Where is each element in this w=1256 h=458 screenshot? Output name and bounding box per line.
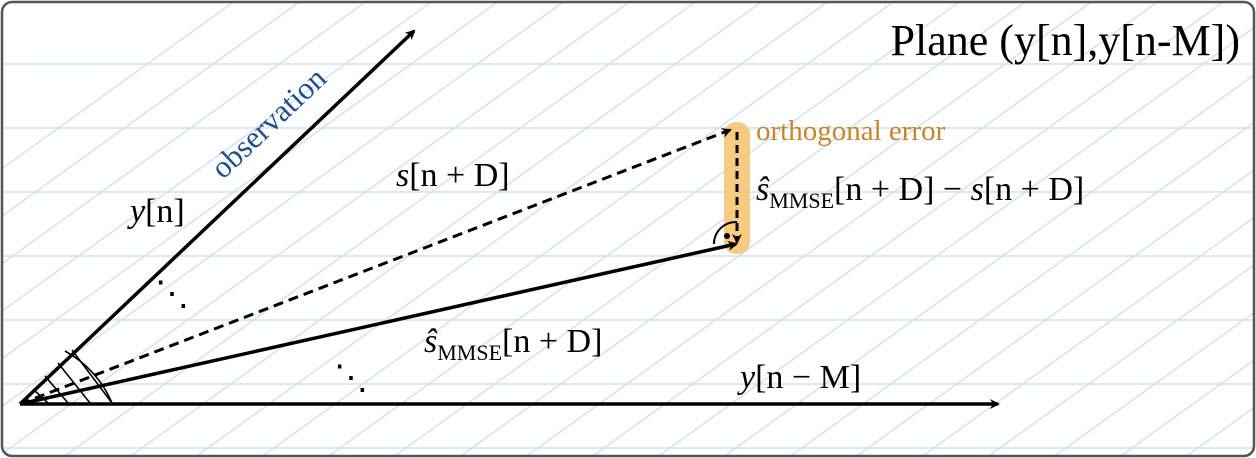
label-s-target: s[n + D] [396,157,510,194]
grid-line-diagonal [2,2,237,456]
grid-line-diagonal [2,2,633,456]
grid-line-diagonal [61,2,699,456]
dots-lower: ⋱ [334,360,368,397]
label-s-hat-mmse: ŝMMSE[n + D] [424,323,602,365]
grid-line-diagonal [919,2,1254,456]
grid-line-diagonal [985,2,1254,456]
grid-line-diagonal [457,2,1095,456]
grid-line-diagonal [1051,2,1254,456]
grid-line-diagonal [721,2,1254,456]
error-expression: ŝMMSE[n + D] − s[n + D] [756,171,1084,213]
grid-line-diagonal [193,2,831,456]
grid-line-diagonal [2,2,369,456]
grid-line-diagonal [2,2,435,456]
grid-line-diagonal [655,2,1254,456]
grid-line-diagonal [2,2,501,456]
grid-line-diagonal [325,2,963,456]
vector-s-hat [19,240,738,406]
label-y-n-minus-M: y[n − M] [737,359,861,396]
grid-line-diagonal [259,2,897,456]
vector-y-n [18,29,416,406]
grid-line-diagonal [127,2,765,456]
right-angle-marker [712,220,738,245]
grid-line-diagonal [2,2,303,456]
dots-upper: ⋱ [155,276,189,313]
plane-title: Plane (y[n],y[n-M]) [891,16,1240,65]
orthogonal-error-label: orthogonal error [756,115,946,147]
grid-line-diagonal [853,2,1254,456]
label-y-n: y[n] [127,193,185,230]
grid-line-diagonal [2,2,567,456]
grid-line-diagonal [523,2,1161,456]
grid-line-diagonal [391,2,1029,456]
grid-line-diagonal [787,2,1254,456]
angle-hatching [32,349,113,404]
grid-line-diagonal [1117,2,1254,456]
grid-line-diagonal [1183,2,1254,456]
grid-line-diagonal [589,2,1227,456]
vector-s-target [19,128,732,406]
